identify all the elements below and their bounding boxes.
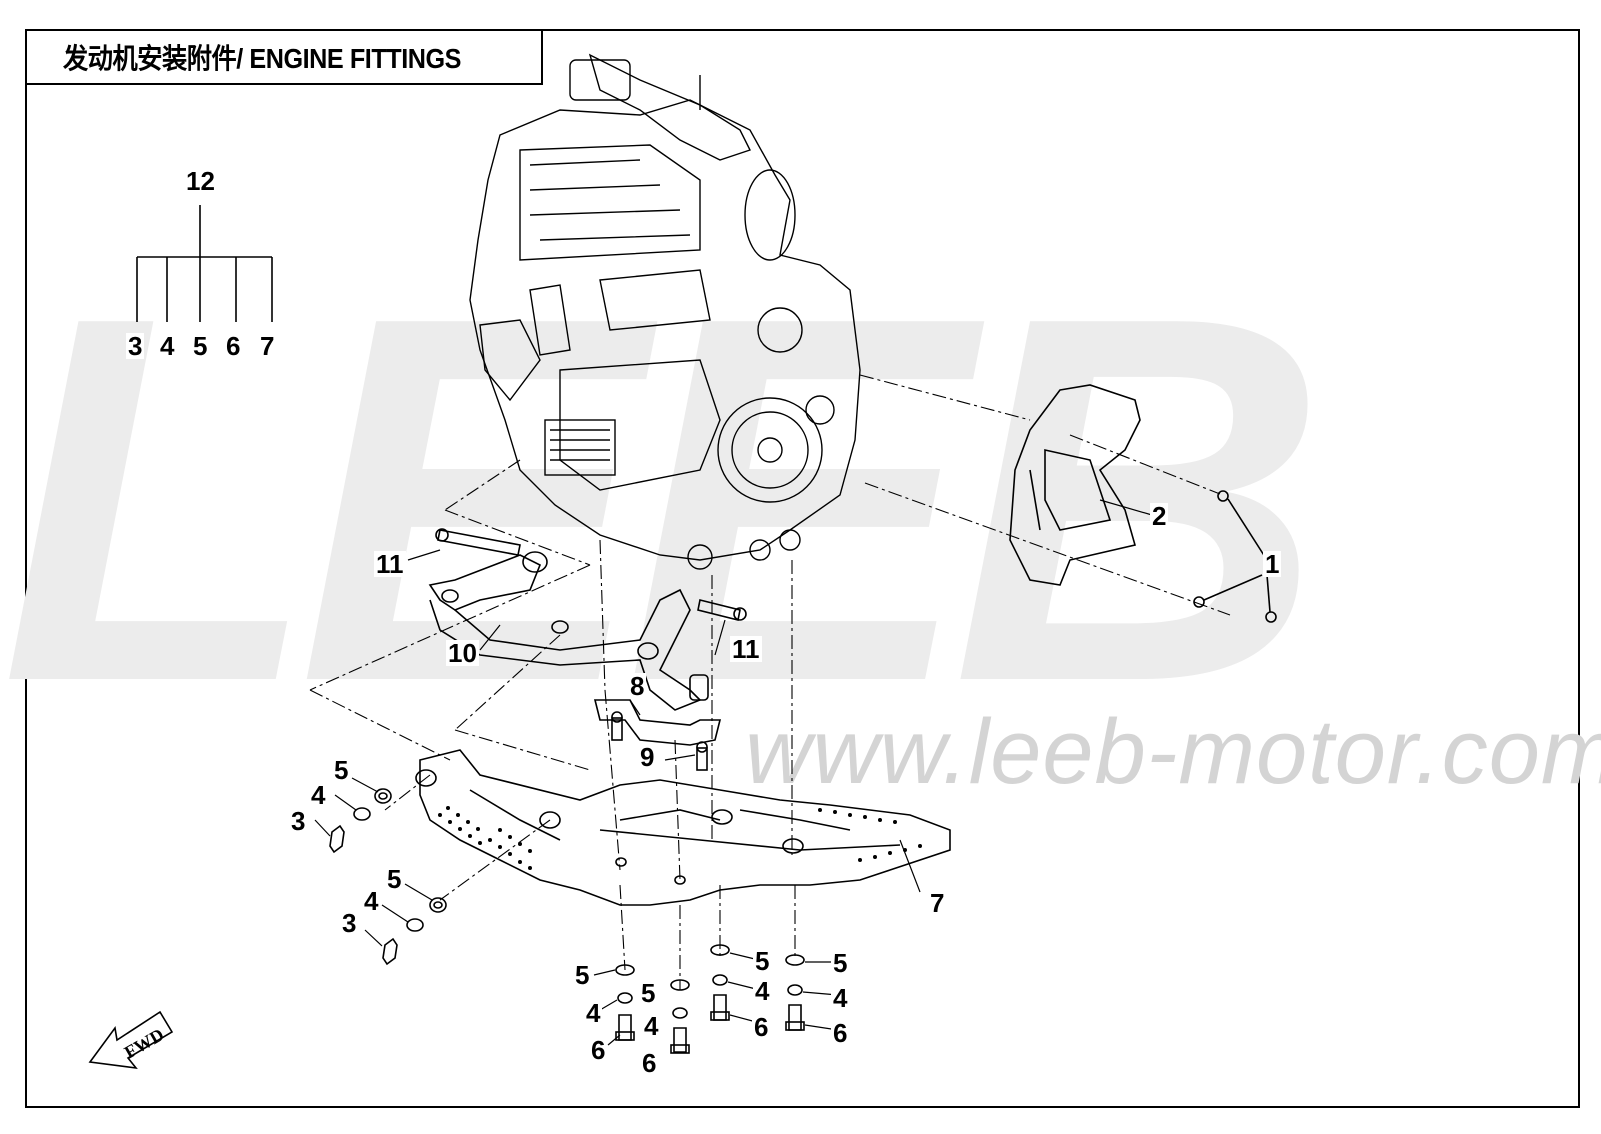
engine-mount-bracket [428,551,709,711]
callout-6-a: 6 [589,1035,608,1065]
callout-4-upper: 4 [309,780,328,810]
callout-4-c: 4 [753,976,772,1006]
group-member-3: 3 [126,331,145,361]
callout-11-right: 11 [730,634,762,664]
sprocket-cover [1009,384,1141,586]
callout-12: 12 [184,166,217,196]
callout-5-lower: 5 [385,864,404,894]
callout-10: 10 [446,638,479,668]
group-member-7: 7 [258,331,277,361]
small-bracket [593,699,722,771]
group-member-5: 5 [191,331,210,361]
skid-plate-holes [438,806,922,870]
group-member-6: 6 [224,331,243,361]
diagram-title: 发动机安装附件/ ENGINE FITTINGS [63,43,462,74]
skid-plate [415,749,951,906]
callout-5-upper: 5 [332,755,351,785]
callout-3-upper: 3 [289,806,308,836]
url-watermark: www.leeb-motor.com [745,701,1601,803]
engine-assembly [469,53,861,570]
diagram-frame [25,29,1580,1108]
callout-6-d: 6 [831,1018,850,1048]
through-bolts [435,528,747,621]
callout-4-d: 4 [831,983,850,1013]
callout-6-b: 6 [640,1048,659,1078]
callout-8: 8 [628,671,647,701]
callout-5-a: 5 [573,960,592,990]
callout-5-d: 5 [831,948,850,978]
callout-5-c: 5 [753,946,772,976]
callout-2: 2 [1150,501,1169,531]
group-bracket [136,205,273,322]
diagram-title-box: 发动机安装附件/ ENGINE FITTINGS [25,29,543,85]
callout-4-a: 4 [584,998,603,1028]
callout-6-c: 6 [752,1012,771,1042]
callout-9: 9 [638,742,657,772]
fwd-arrow [88,1010,174,1070]
callout-11-left: 11 [374,549,406,579]
callout-7: 7 [928,888,947,918]
callout-4-lower: 4 [362,886,381,916]
callout-4-b: 4 [642,1011,661,1041]
leader-lines [314,499,1153,1046]
fastener-stacks [329,788,805,1054]
callout-1: 1 [1263,549,1282,579]
cover-bolts [1193,490,1277,623]
callout-5-b: 5 [639,978,658,1008]
group-member-4: 4 [158,331,177,361]
callout-3-lower: 3 [340,908,359,938]
